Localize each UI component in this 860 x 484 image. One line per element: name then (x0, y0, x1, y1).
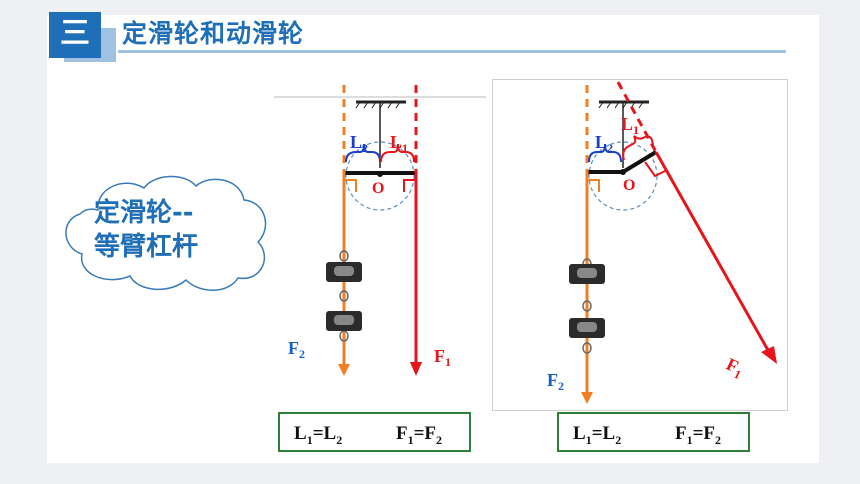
eq-right-forces: F1=F2 (675, 423, 722, 447)
section-badge: 三 (49, 12, 101, 58)
pulley-wheel (345, 141, 415, 211)
svg-text:O: O (623, 177, 635, 194)
cloud-line-1: 定滑轮-- (94, 198, 194, 228)
eq-left-lengths: L1=L2 (294, 423, 343, 447)
cloud-shape (65, 175, 267, 291)
fixed-pulley-diagram-vertical: L2 L1 O F2 F1 (274, 85, 486, 376)
eq-left-forces: F1=F2 (396, 423, 443, 447)
cloud-caption: 定滑轮-- 等臂杠杆 (94, 196, 234, 264)
cloud-line-2: 等臂杠杆 (94, 232, 199, 262)
label-L1: L1 (390, 132, 408, 155)
label-L2: L2 (350, 132, 368, 155)
label-F1: F1 (434, 346, 451, 369)
equation-box-right: L1=L2 F1=F2 (557, 412, 750, 452)
fixed-pulley-diagram-slanted: L2 L1 O F2 F1 (547, 81, 777, 404)
label-O: O (372, 180, 384, 197)
svg-text:F1: F1 (722, 354, 747, 382)
svg-text:L1: L1 (621, 114, 639, 137)
page-title: 定滑轮和动滑轮 (122, 19, 305, 48)
equation-box-left: L1=L2 F1=F2 (278, 412, 471, 452)
eq-right-lengths: L1=L2 (573, 423, 622, 447)
label-F2: F2 (288, 338, 305, 361)
right-figure-frame (492, 79, 788, 411)
svg-text:F2: F2 (547, 370, 564, 393)
svg-text:L2: L2 (595, 132, 613, 155)
title-underline (118, 50, 786, 53)
